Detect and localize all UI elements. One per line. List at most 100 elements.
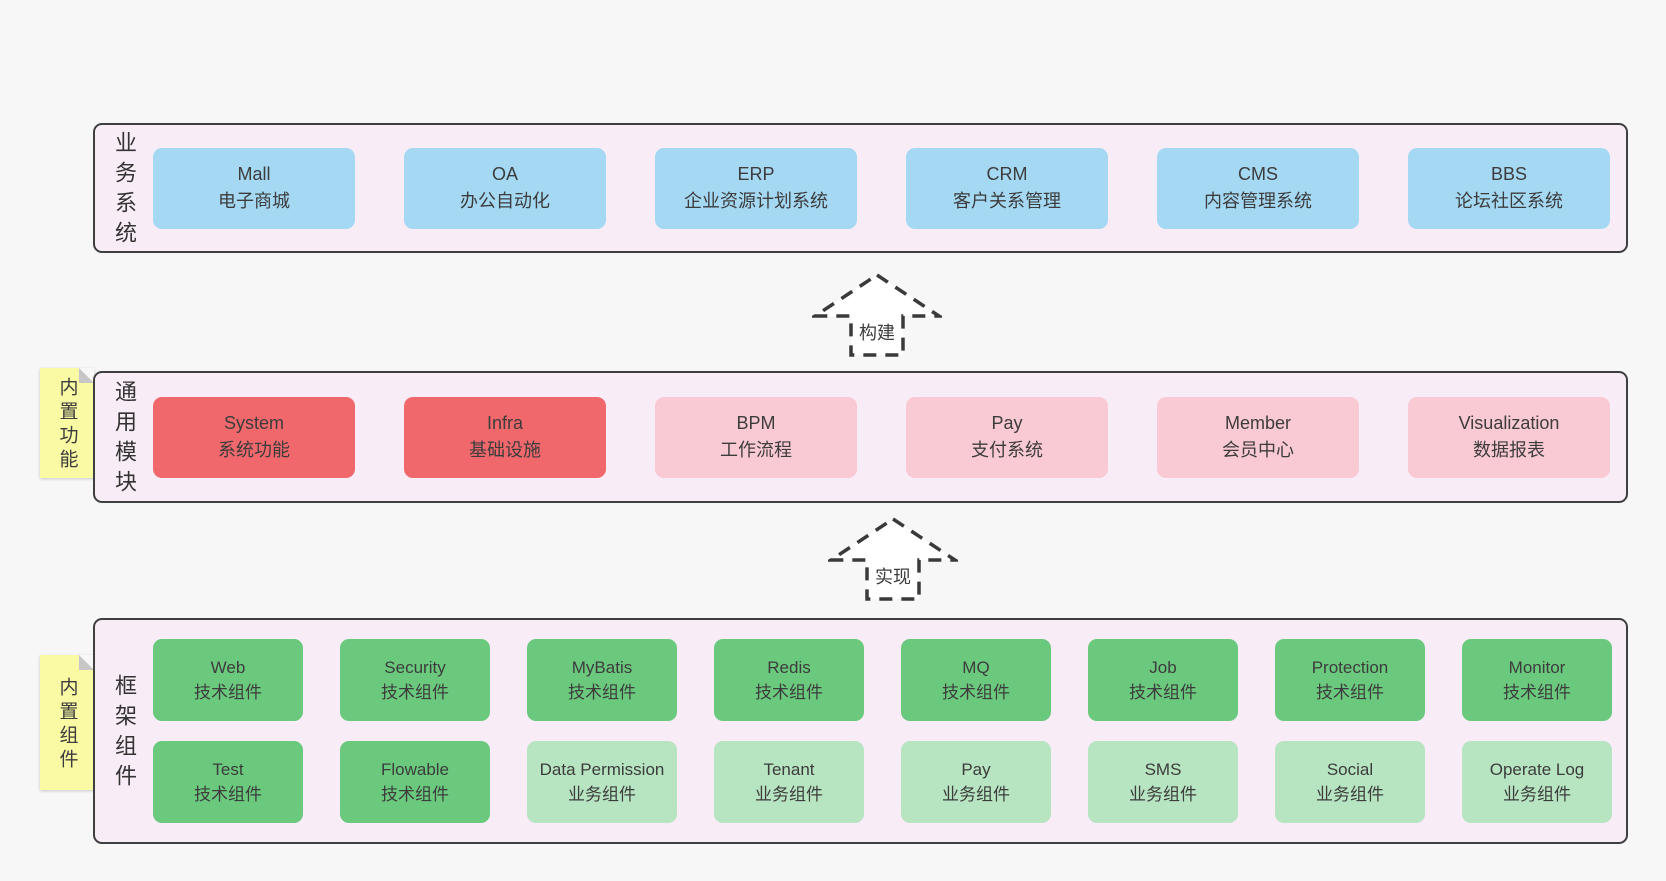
box-name: SMS — [1144, 760, 1182, 779]
box-name: Operate Log — [1489, 760, 1585, 779]
up-arrow-icon — [812, 272, 942, 357]
box-visualization: Visualization 数据报表 — [1408, 396, 1610, 478]
band-label: 业务系统 — [112, 131, 137, 251]
band-content: System 系统功能 Infra 基础设施 BPM 工作流程 Pay 支付系统… — [153, 373, 1626, 501]
box-sms: SMS 业务组件 — [1088, 741, 1238, 823]
sticky-note-label: 内置组件 — [56, 676, 78, 773]
box-name: Security — [384, 658, 446, 677]
up-arrow-icon — [828, 516, 958, 601]
box-subtitle: 技术组件 — [1129, 683, 1197, 702]
band-common-modules: 通用模块 System 系统功能 Infra 基础设施 BPM 工作流程 Pay… — [93, 371, 1628, 503]
box-name: CMS — [1238, 164, 1278, 184]
box-flowable: Flowable 技术组件 — [340, 741, 490, 823]
box-name: Tenant — [763, 760, 815, 779]
box-monitor: Monitor 技术组件 — [1462, 639, 1612, 721]
band-label: 通用模块 — [112, 380, 137, 500]
box-subtitle: 支付系统 — [971, 440, 1043, 460]
box-name: Flowable — [380, 760, 450, 779]
component-row-2: Test 技术组件 Flowable 技术组件 Data Permission … — [153, 741, 1612, 823]
box-name: Job — [1149, 658, 1177, 677]
box-subtitle: 办公自动化 — [460, 191, 550, 211]
box-mq: MQ 技术组件 — [901, 639, 1051, 721]
box-name: System — [223, 413, 284, 433]
box-name: Pay — [991, 413, 1023, 433]
box-subtitle: 技术组件 — [1503, 683, 1571, 702]
box-subtitle: 业务组件 — [568, 785, 636, 804]
box-name: Social — [1326, 760, 1374, 779]
box-subtitle: 企业资源计划系统 — [684, 191, 828, 211]
box-member: Member 会员中心 — [1157, 396, 1359, 478]
band-content: Web 技术组件 Security 技术组件 MyBatis 技术组件 Redi… — [153, 620, 1626, 842]
box-system: System 系统功能 — [153, 396, 355, 478]
box-subtitle: 技术组件 — [942, 683, 1010, 702]
box-test: Test 技术组件 — [153, 741, 303, 823]
sticky-note-builtin-components: 内置组件 — [40, 655, 94, 790]
box-subtitle: 业务组件 — [1316, 785, 1384, 804]
sticky-note-label: 内置功能 — [56, 377, 78, 473]
box-name: Infra — [486, 413, 524, 433]
band-label: 框架组件 — [112, 674, 137, 794]
box-subtitle: 技术组件 — [194, 683, 262, 702]
box-mall: Mall 电子商城 — [153, 147, 355, 229]
sticky-note-builtin-features: 内置功能 — [40, 368, 94, 478]
box-subtitle: 电子商城 — [218, 191, 290, 211]
box-subtitle: 客户关系管理 — [953, 191, 1061, 211]
box-name: MyBatis — [571, 658, 633, 677]
box-job: Job 技术组件 — [1088, 639, 1238, 721]
box-cms: CMS 内容管理系统 — [1157, 147, 1359, 229]
arrow-label: 构建 — [859, 323, 895, 343]
box-name: Web — [210, 658, 246, 677]
box-crm: CRM 客户关系管理 — [906, 147, 1108, 229]
box-redis: Redis 技术组件 — [714, 639, 864, 721]
box-subtitle: 技术组件 — [194, 785, 262, 804]
box-erp: ERP 企业资源计划系统 — [655, 147, 857, 229]
box-bpm: BPM 工作流程 — [655, 396, 857, 478]
box-bbs: BBS 论坛社区系统 — [1408, 147, 1610, 229]
up-arrow-build: 构建 — [812, 272, 942, 358]
band-business-systems: 业务系统 Mall 电子商城 OA 办公自动化 ERP 企业资源计划系统 CRM… — [93, 123, 1628, 253]
box-name: Monitor — [1508, 658, 1566, 677]
box-subtitle: 业务组件 — [755, 785, 823, 804]
box-subtitle: 数据报表 — [1473, 440, 1545, 460]
component-row-1: Web 技术组件 Security 技术组件 MyBatis 技术组件 Redi… — [153, 639, 1612, 721]
box-subtitle: 技术组件 — [568, 683, 636, 702]
box-name: Visualization — [1458, 413, 1560, 433]
box-infra: Infra 基础设施 — [404, 396, 606, 478]
box-subtitle: 内容管理系统 — [1204, 191, 1312, 211]
box-name: Redis — [767, 658, 811, 677]
box-name: Pay — [961, 760, 991, 779]
box-name: MQ — [962, 658, 990, 677]
box-subtitle: 会员中心 — [1222, 440, 1294, 460]
box-pay-module: Pay 支付系统 — [906, 396, 1108, 478]
box-oa: OA 办公自动化 — [404, 147, 606, 229]
box-name: Data Permission — [539, 760, 665, 779]
box-subtitle: 技术组件 — [381, 785, 449, 804]
up-arrow-implement: 实现 — [828, 516, 958, 602]
box-subtitle: 技术组件 — [755, 683, 823, 702]
box-name: BPM — [736, 413, 776, 433]
box-subtitle: 业务组件 — [1503, 785, 1571, 804]
box-mybatis: MyBatis 技术组件 — [527, 639, 677, 721]
box-name: Test — [212, 760, 244, 779]
box-name: Protection — [1311, 658, 1389, 677]
box-social: Social 业务组件 — [1275, 741, 1425, 823]
box-subtitle: 基础设施 — [469, 440, 541, 460]
box-subtitle: 业务组件 — [1129, 785, 1197, 804]
box-operate-log: Operate Log 业务组件 — [1462, 741, 1612, 823]
box-data-permission: Data Permission 业务组件 — [527, 741, 677, 823]
box-subtitle: 业务组件 — [942, 785, 1010, 804]
box-subtitle: 工作流程 — [720, 440, 792, 460]
band-content: Mall 电子商城 OA 办公自动化 ERP 企业资源计划系统 CRM 客户关系… — [153, 125, 1626, 251]
box-tenant: Tenant 业务组件 — [714, 741, 864, 823]
box-security: Security 技术组件 — [340, 639, 490, 721]
box-pay-component: Pay 业务组件 — [901, 741, 1051, 823]
box-subtitle: 系统功能 — [218, 440, 290, 460]
box-name: OA — [491, 164, 518, 184]
box-name: Member — [1224, 413, 1291, 433]
box-subtitle: 论坛社区系统 — [1455, 191, 1563, 211]
box-name: BBS — [1490, 164, 1528, 184]
band-framework-components: 框架组件 Web 技术组件 Security 技术组件 MyBatis 技术组件… — [93, 618, 1628, 844]
box-protection: Protection 技术组件 — [1275, 639, 1425, 721]
arrow-label: 实现 — [875, 567, 911, 587]
box-subtitle: 技术组件 — [381, 683, 449, 702]
